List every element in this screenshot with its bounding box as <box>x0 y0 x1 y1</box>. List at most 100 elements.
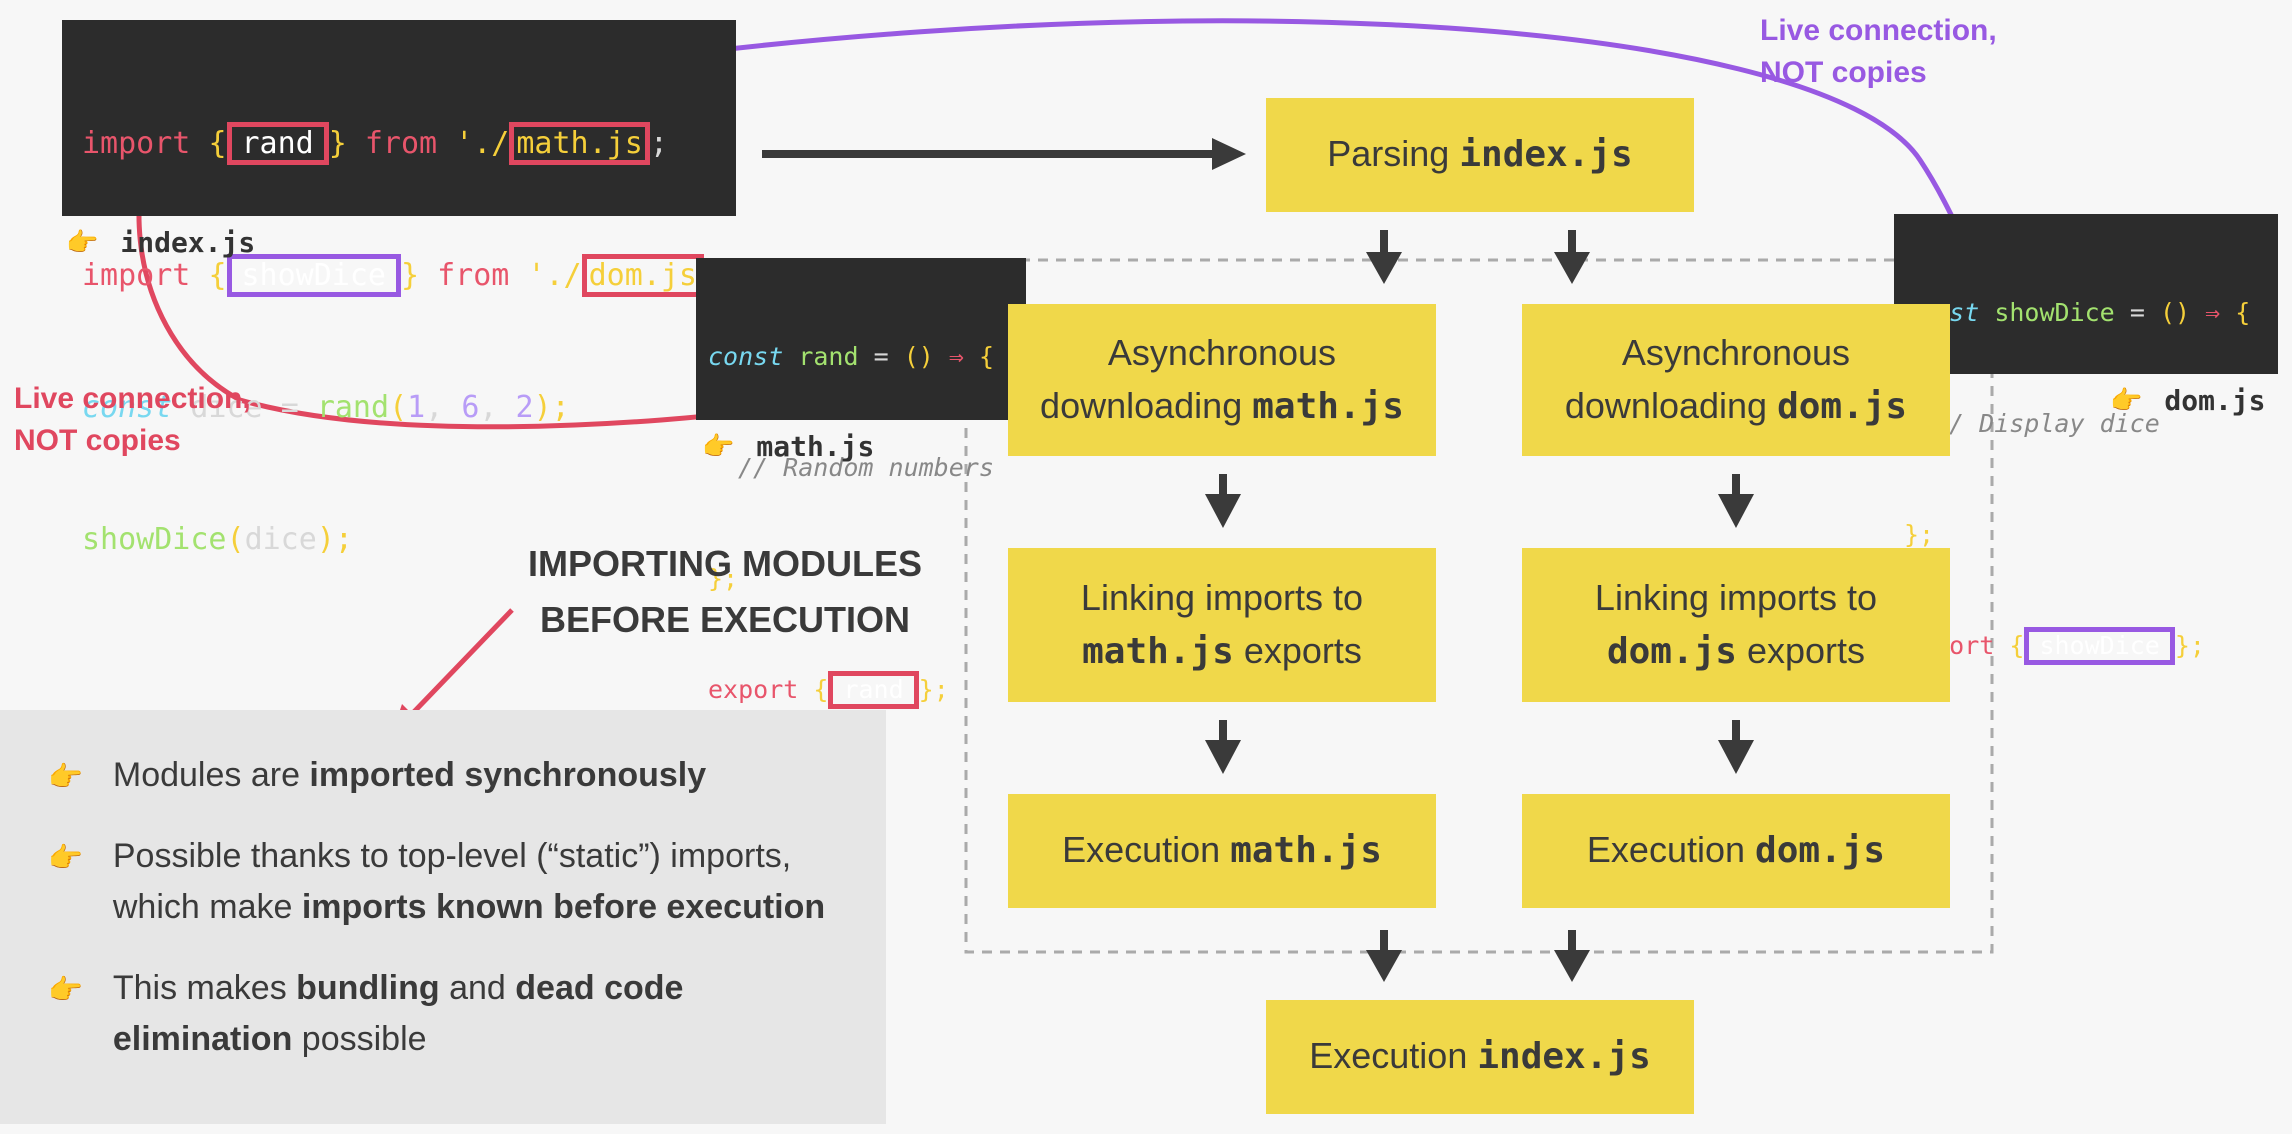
code-token: }; <box>1904 520 1935 549</box>
code-token: // Random numbers <box>738 453 994 482</box>
arrow-download-to-link-math <box>1205 474 1241 528</box>
dashed-module-boundary <box>964 258 1994 954</box>
math-file-name: math.js <box>756 430 875 463</box>
index-code-line-2: import {showDice} from './dom.js; <box>82 254 722 298</box>
bullet-text-bold: elimination <box>112 1020 293 1058</box>
box-code: index.js <box>1459 134 1633 176</box>
highlight-showdice-import: showDice <box>226 254 401 297</box>
box-text: downloading <box>1040 384 1253 426</box>
box-code: math.js <box>1230 830 1382 872</box>
arrow-link-to-exec-dom <box>1718 720 1754 774</box>
box-text: Linking imports to <box>1594 577 1878 619</box>
note-line: NOT copies <box>14 424 181 457</box>
code-token: () <box>903 342 934 371</box>
code-token: { <box>2235 298 2251 327</box>
bullet-text-bold: imported synchronously <box>309 756 707 794</box>
code-token: { <box>208 126 227 161</box>
code-token: { <box>2009 631 2025 660</box>
box-text: Asynchronous <box>1107 332 1337 374</box>
box-download-dom: Asynchronous downloading dom.js <box>1522 304 1950 456</box>
box-text: exports <box>1736 629 1866 671</box>
section-title: IMPORTING MODULES BEFORE EXECUTION <box>500 536 950 648</box>
arrow-math-to-exec-index <box>1366 930 1402 982</box>
highlight-dom-path: dom.js <box>581 254 704 297</box>
box-code: dom.js <box>1755 830 1886 872</box>
index-code-line-1: import {rand} from './math.js; <box>82 122 716 166</box>
arrow-parsing-to-dom <box>1554 230 1590 284</box>
code-token: ; <box>649 126 668 161</box>
bullet-text: This makes bundling and dead code elimin… <box>113 963 684 1065</box>
bullet-item-2: 👉 Possible thanks to top-level (“static”… <box>48 831 886 933</box>
highlight-rand-export: rand <box>828 671 919 709</box>
code-token: 2 <box>515 390 534 425</box>
math-code-line-3: }; <box>708 560 1014 597</box>
bullet-item-3: 👉 This makes bundling and dead code elim… <box>48 963 886 1065</box>
code-token: showDice <box>1994 298 2115 327</box>
code-token: { <box>813 675 829 704</box>
code-token: { <box>979 342 995 371</box>
code-token: = <box>280 390 299 425</box>
code-token: './ <box>455 126 510 161</box>
bullet-text-part: Possible thanks to top-level (“static”) … <box>112 837 792 875</box>
note-line: NOT copies <box>1760 56 1927 89</box>
box-parsing-index: Parsing index.js <box>1266 98 1694 212</box>
live-connection-note-left: Live connection, NOT copies <box>14 378 251 462</box>
code-token: rand <box>241 126 314 161</box>
bullet-text: Possible thanks to top-level (“static”) … <box>113 831 825 933</box>
code-token: ); <box>533 390 570 425</box>
code-token: ); <box>316 522 353 557</box>
arrow-dom-to-exec-index <box>1554 930 1590 982</box>
box-text: Asynchronous <box>1621 332 1851 374</box>
dom-file-name: dom.js <box>2164 384 2266 417</box>
bullet-text-bold: bundling <box>296 969 440 1007</box>
bullet-text-bold: imports known before execution <box>301 888 826 926</box>
bullet-text-part: and <box>439 969 516 1007</box>
code-token: showDice <box>2039 631 2160 660</box>
title-line: BEFORE EXECUTION <box>539 598 911 640</box>
code-token: import <box>82 258 191 293</box>
code-token: from <box>437 258 510 293</box>
math-code-line-1: const rand = () ⇒ { <box>708 338 1014 375</box>
code-token: dom.js <box>588 258 697 293</box>
note-line: Live connection, <box>14 382 251 415</box>
bullet-text-part: possible <box>292 1020 427 1058</box>
dom-code-line-4: export {showDice}; <box>1904 627 2268 665</box>
title-line: IMPORTING MODULES <box>528 543 922 584</box>
highlight-showdice-export: showDice <box>2024 627 2175 665</box>
note-line: Live connection, <box>1760 14 1997 47</box>
code-token: export <box>708 675 799 704</box>
code-token: rand <box>798 342 859 371</box>
code-token: }; <box>708 564 739 593</box>
pointing-hand-icon: 👉 <box>48 761 83 792</box>
code-token: math.js <box>516 126 643 161</box>
box-text: Linking imports to <box>1080 577 1364 619</box>
box-text: Execution <box>1586 829 1756 871</box>
code-token: }; <box>918 675 949 704</box>
code-token: ⇒ <box>2205 298 2221 327</box>
bullet-text-bold: dead code <box>515 969 684 1007</box>
code-token: const <box>708 342 784 371</box>
box-code: index.js <box>1477 1036 1651 1078</box>
code-token: }; <box>2174 631 2205 660</box>
box-exec-dom: Execution dom.js <box>1522 794 1950 908</box>
box-text: Execution <box>1309 1035 1478 1077</box>
math-code-line-2: // Random numbers <box>708 449 1014 486</box>
box-link-dom: Linking imports to dom.js exports <box>1522 548 1950 702</box>
code-token: } <box>328 126 347 161</box>
pointing-hand-icon: 👉 <box>48 842 83 873</box>
box-download-math: Asynchronous downloading math.js <box>1008 304 1436 456</box>
highlight-math-path: math.js <box>509 122 650 165</box>
box-code: math.js <box>1082 630 1234 672</box>
code-token: 1 <box>407 390 426 425</box>
summary-panel: 👉 Modules are imported synchronously 👉 P… <box>0 710 886 1124</box>
code-token: dice <box>190 390 263 425</box>
pointing-hand-icon: 👉 <box>66 227 99 258</box>
code-token: dice <box>244 522 317 557</box>
box-text: downloading <box>1564 384 1778 426</box>
code-token: showDice <box>82 522 227 557</box>
code-token: } <box>401 258 420 293</box>
box-exec-math: Execution math.js <box>1008 794 1436 908</box>
index-code-line-3: const dice = rand(1, 6, 2); <box>82 390 570 425</box>
code-token: rand <box>316 390 390 425</box>
code-token: ( <box>389 390 408 425</box>
